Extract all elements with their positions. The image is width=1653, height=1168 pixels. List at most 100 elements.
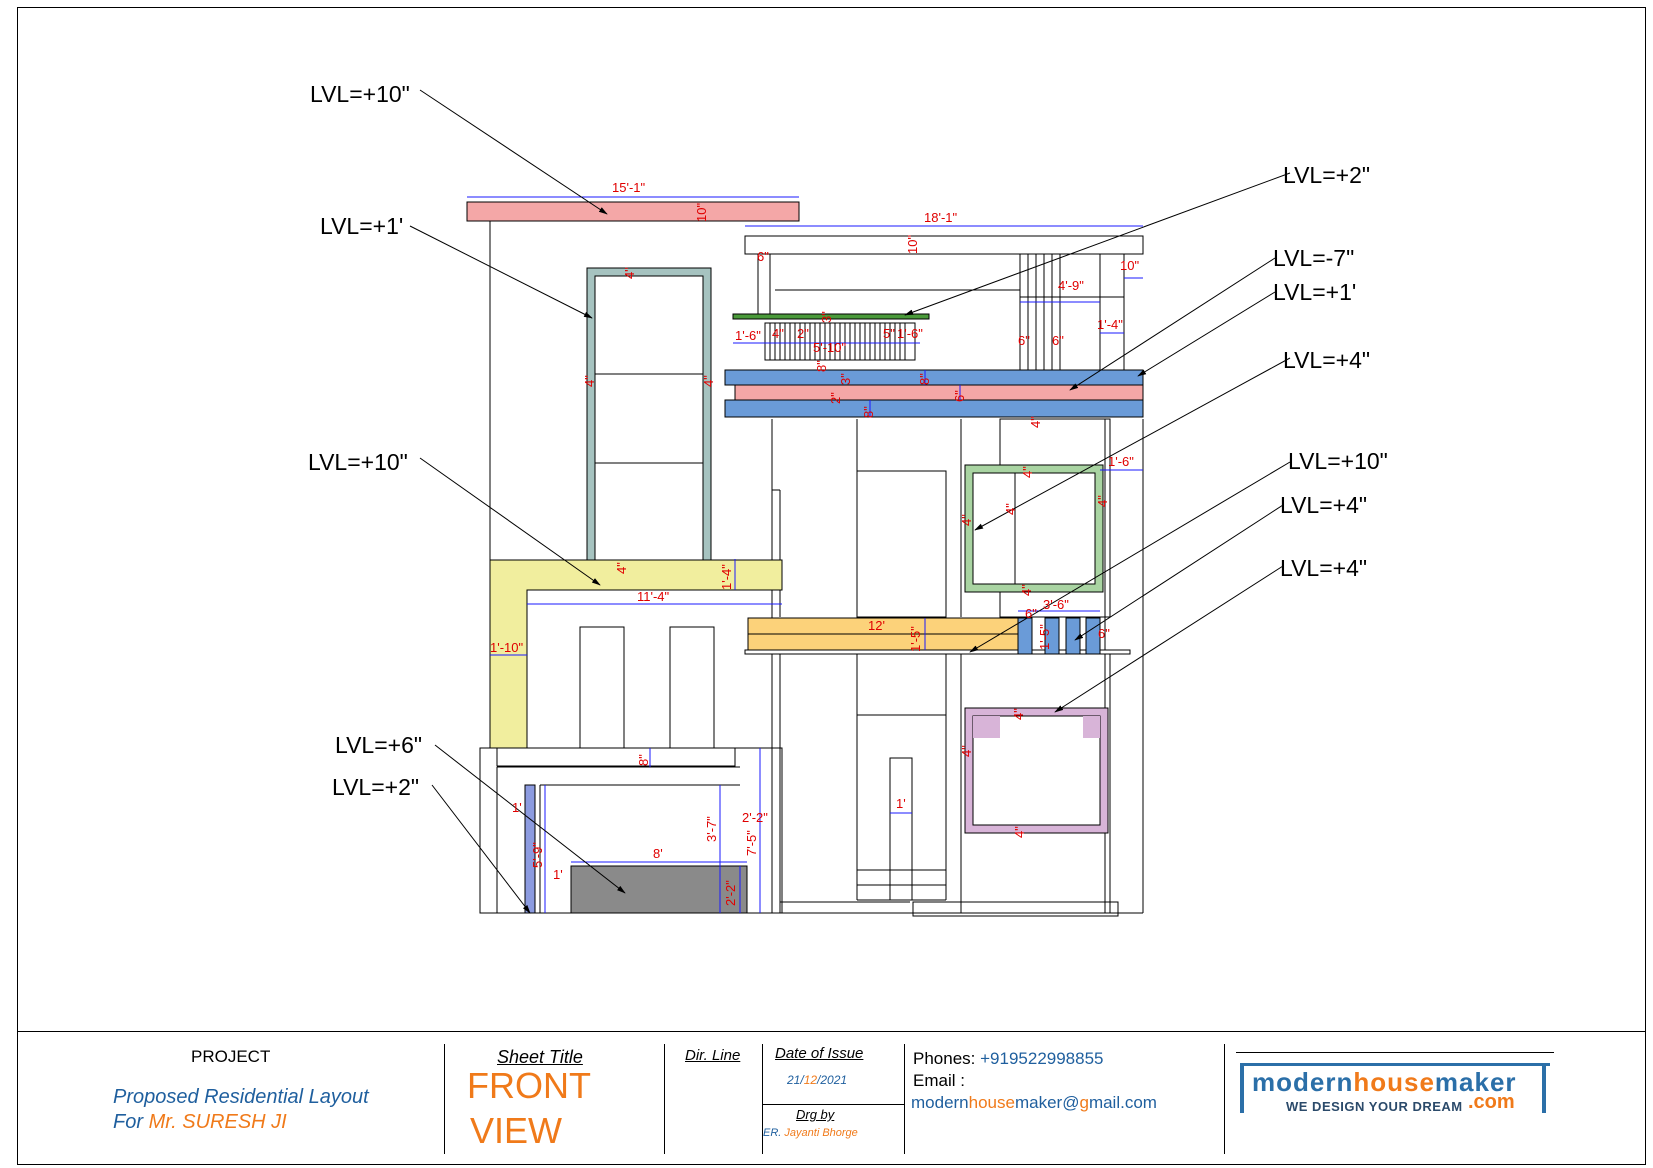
dim-label: 8" (861, 406, 876, 418)
dim-label: 8" (917, 373, 932, 385)
date-day: 21/ (787, 1073, 804, 1087)
level-label: LVL=-7" (1273, 245, 1354, 271)
drg-by-label: Drg by (796, 1107, 835, 1122)
drawing-sheet (17, 7, 1646, 1165)
date-of-issue: 21/12/2021 (787, 1073, 847, 1087)
dim-label: 1' (553, 867, 563, 882)
dim-label: 11'-4" (637, 589, 670, 604)
dir-line-label: Dir. Line (685, 1047, 741, 1064)
level-label: LVL=+2" (1283, 162, 1370, 188)
level-label: LVL=+10" (308, 449, 408, 475)
sheet-title-1: FRONT (467, 1065, 591, 1106)
level-label: LVL=+10" (1288, 448, 1388, 474)
dim-label: 2'-2" (723, 880, 738, 906)
dim-label: 4" (582, 375, 597, 387)
sheet-title-label: Sheet Title (497, 1047, 583, 1067)
dim-label: 1' (512, 800, 522, 815)
email-part: mail.com (1088, 1093, 1157, 1112)
dim-label: 1'-6" (1108, 454, 1134, 469)
email-label: Email : (913, 1071, 965, 1090)
dim-label: 2'-2" (742, 810, 768, 825)
dim-label: 5" (883, 326, 895, 341)
dim-label: 10" (1120, 258, 1139, 273)
sheet-title-2: VIEW (470, 1110, 563, 1151)
dim-label: 1'-4" (1097, 317, 1123, 332)
dim-label: 7'-5" (744, 830, 759, 856)
dim-label: 10" (905, 235, 920, 254)
logo-part: maker (1434, 1067, 1517, 1097)
project-for: For (113, 1111, 149, 1133)
level-label: LVL=+10" (310, 81, 410, 107)
dim-label: 12' (868, 618, 885, 633)
dim-label: 6" (1025, 606, 1037, 621)
phones-label: Phones: (913, 1049, 976, 1068)
drg-by-prefix: ER. (763, 1127, 785, 1139)
dimension-labels: 15'-1" 10" 18'-1" 10" 6" 10" 4'-9" 1'-4"… (490, 180, 1139, 906)
logo-part: modern (1252, 1067, 1354, 1097)
dim-label: 4" (614, 562, 629, 574)
dim-label: 1'-5" (1037, 624, 1052, 650)
dim-label: 4" (959, 745, 974, 757)
dimension-lines (467, 196, 1143, 913)
dim-label: 8' (653, 846, 663, 861)
date-year: /2021 (817, 1073, 848, 1087)
dim-label: 4'-9" (1058, 278, 1084, 293)
level-label: LVL=+4" (1283, 347, 1370, 373)
email-part: house (968, 1093, 1015, 1112)
brand-logo: modernhousemaker WE DESIGN YOUR DREAM .c… (1236, 1052, 1554, 1119)
dim-label: 15'-1" (612, 180, 646, 195)
dim-label: 1'-4" (719, 564, 734, 590)
level-label: LVL=+6" (335, 732, 422, 758)
date-month: 12 (803, 1073, 818, 1087)
dim-label: 4" (959, 514, 974, 526)
dim-label: 3'-6" (1043, 597, 1069, 612)
level-label: LVL=+4" (1280, 492, 1367, 518)
dim-label: 18'-1" (924, 210, 958, 225)
phones-value: +919522998855 (975, 1049, 1104, 1068)
project-client: Mr. SURESH JI (148, 1111, 287, 1133)
drg-by-name: Jayanti Bhorge (784, 1127, 858, 1139)
email-address[interactable]: modernhousemaker@gmail.com (911, 1093, 1157, 1113)
dim-label: 3" (838, 373, 853, 385)
dim-label: 4" (1028, 416, 1043, 428)
dim-label: 4" (1095, 495, 1110, 507)
level-label: LVL=+2" (332, 774, 419, 800)
dim-label: 1'-10" (490, 640, 524, 655)
railing-balusters (769, 323, 906, 360)
dim-label: 4" (1012, 826, 1027, 838)
dim-label: 2" (797, 326, 809, 341)
dim-label: 4" (1011, 708, 1026, 720)
dim-label: 4" (1003, 503, 1018, 515)
dim-label: 5'-9" (530, 842, 545, 868)
email-part: g (1079, 1093, 1089, 1112)
dim-label: 4" (701, 375, 716, 387)
dim-label: 2" (828, 392, 843, 404)
logo-part: house (1353, 1067, 1435, 1097)
colored-elements (466, 201, 1144, 914)
dim-label: 6" (952, 390, 967, 402)
dim-label: 1' (896, 796, 906, 811)
dim-label: 4" (622, 267, 637, 279)
logo-tagline: WE DESIGN YOUR DREAM (1286, 1099, 1463, 1114)
dim-label: 5'-10" (813, 340, 847, 355)
level-labels: LVL=+10" LVL=+1' LVL=+10" LVL=+6" LVL=+2… (308, 81, 1388, 800)
dim-label: 1'-5" (908, 626, 923, 652)
title-block (17, 1031, 1646, 1165)
logo-com: .com (1468, 1091, 1515, 1113)
dim-label: 4" (772, 326, 784, 341)
date-of-issue-label: Date of Issue (775, 1045, 864, 1062)
phones-line: Phones: +919522998855 (913, 1049, 1104, 1069)
email-part: modern (911, 1093, 969, 1112)
project-label: PROJECT (191, 1047, 271, 1066)
dim-label: 6" (1018, 333, 1030, 348)
dim-label: 8" (814, 360, 829, 372)
dim-label: 6" (1052, 333, 1064, 348)
dim-label: 1'-6" (735, 328, 761, 343)
level-label: LVL=+4" (1280, 555, 1367, 581)
level-label: LVL=+1' (320, 213, 403, 239)
dim-label: 1'-6" (897, 326, 923, 341)
leader-lines (409, 89, 1291, 914)
project-client-line: For Mr. SURESH JI (113, 1111, 287, 1134)
email-part: maker@ (1014, 1093, 1080, 1112)
